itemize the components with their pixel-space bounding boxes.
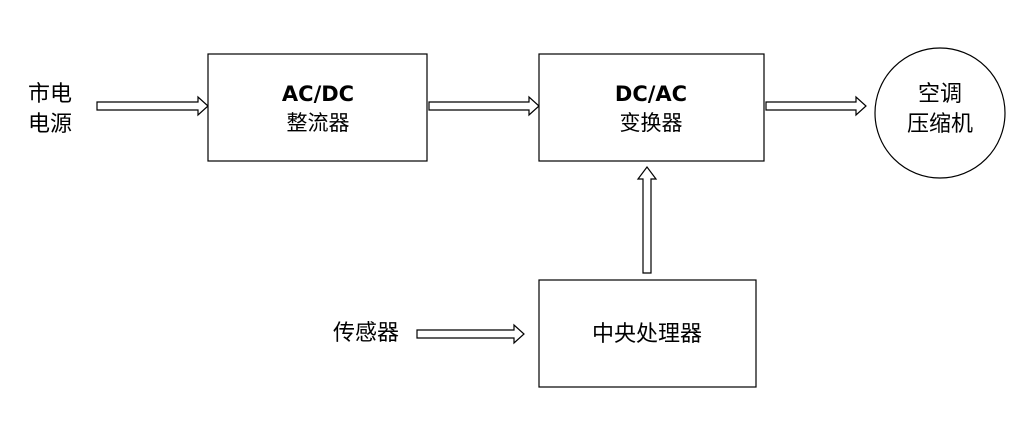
compressor-circle bbox=[874, 47, 1006, 179]
inverter-box bbox=[538, 53, 765, 162]
compressor-block: 空调 压缩机 bbox=[874, 47, 1006, 179]
rectifier-label-line2: 整流器 bbox=[287, 111, 350, 135]
sensor-label: 传感器 bbox=[333, 321, 399, 346]
rectifier-label-line1: AC/DC bbox=[282, 82, 354, 106]
cpu-box bbox=[538, 279, 757, 388]
inverter-block: DC/AC 变换器 bbox=[538, 53, 765, 162]
compressor-label-line2: 压缩机 bbox=[907, 112, 973, 137]
arrow-rectifier-to-inverter bbox=[428, 95, 540, 117]
input-power-label: 市电 电源 bbox=[28, 82, 72, 137]
arrow-power-to-rectifier bbox=[96, 95, 209, 117]
inverter-label-line1: DC/AC bbox=[615, 82, 687, 106]
compressor-label-line1: 空调 bbox=[918, 82, 962, 107]
rectifier-box bbox=[207, 53, 428, 162]
rectifier-block: AC/DC 整流器 bbox=[207, 53, 428, 162]
cpu-label: 中央处理器 bbox=[592, 322, 702, 347]
inverter-label-line2: 变换器 bbox=[620, 111, 683, 135]
arrow-inverter-to-compressor bbox=[765, 95, 867, 117]
input-power-line1: 市电 bbox=[28, 82, 72, 107]
arrow-sensor-to-cpu bbox=[416, 323, 525, 345]
input-power-line2: 电源 bbox=[28, 112, 72, 137]
arrow-cpu-to-inverter bbox=[636, 166, 658, 274]
cpu-block: 中央处理器 bbox=[538, 279, 757, 388]
